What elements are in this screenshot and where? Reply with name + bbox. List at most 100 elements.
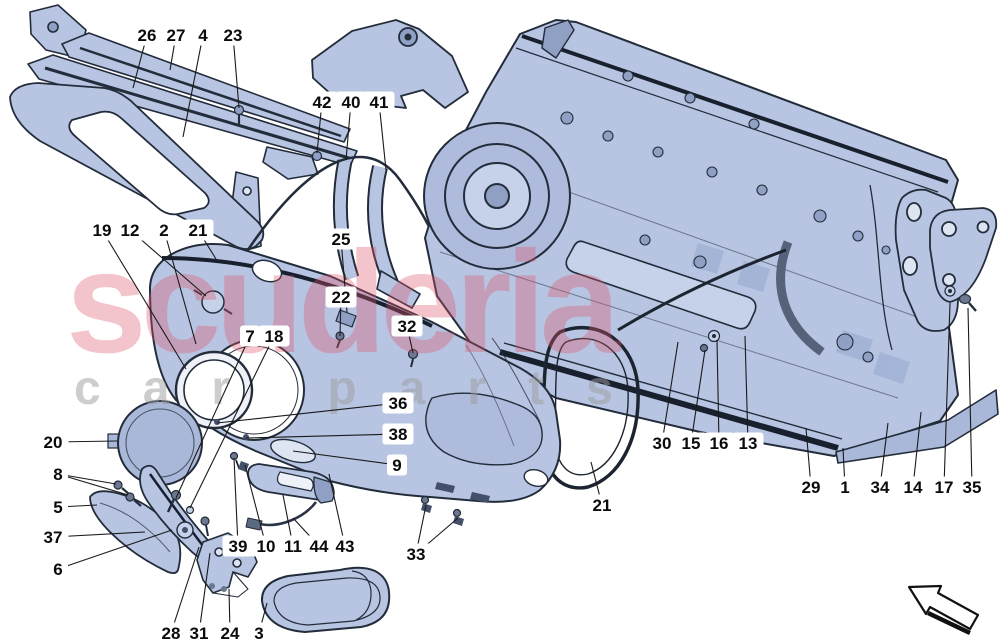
callout-23: 23 — [217, 24, 249, 109]
callout-number-40: 40 — [342, 93, 361, 112]
callout-number-13: 13 — [739, 434, 758, 453]
bolt-bracket — [200, 516, 210, 526]
callout-21b: 21 — [586, 461, 618, 516]
callout-19: 19 — [86, 219, 187, 370]
callout-6: 6 — [48, 529, 173, 580]
callout-number-4: 4 — [198, 26, 208, 45]
callout-number-26: 26 — [138, 26, 157, 45]
callout-31: 31 — [183, 552, 215, 643]
callout-number-3: 3 — [254, 624, 263, 643]
main-door-shell — [423, 19, 999, 464]
callout-number-22: 22 — [332, 288, 351, 307]
callout-44: 44 — [292, 517, 335, 557]
callout-37: 37 — [37, 526, 146, 548]
hinge-bracket-plates — [894, 188, 998, 332]
callout-number-42: 42 — [313, 93, 332, 112]
callout-21a: 21 — [182, 219, 217, 260]
callout-number-1: 1 — [840, 478, 849, 497]
callout-number-34: 34 — [871, 478, 890, 497]
callout-number-16: 16 — [710, 434, 729, 453]
callout-27: 27 — [160, 24, 192, 71]
callout-number-33: 33 — [407, 545, 426, 564]
callout-number-23: 23 — [224, 26, 243, 45]
callout-number-30: 30 — [653, 434, 672, 453]
clip-10 — [238, 461, 249, 472]
callout-number-39: 39 — [229, 537, 248, 556]
callout-number-31: 31 — [190, 624, 209, 643]
door-pocket — [260, 566, 391, 633]
screw-8a — [113, 480, 123, 490]
clip-33a — [420, 495, 430, 505]
callout-number-27: 27 — [167, 26, 186, 45]
callout-number-38: 38 — [389, 425, 408, 444]
callout-18: 18 — [189, 325, 290, 509]
callout-number-37: 37 — [44, 528, 63, 547]
release-cable — [259, 501, 318, 527]
callout-35: 35 — [956, 307, 988, 498]
callout-number-41: 41 — [370, 93, 389, 112]
callout-34: 34 — [864, 422, 896, 498]
callout-number-28: 28 — [162, 624, 181, 643]
callout-number-14: 14 — [904, 478, 923, 497]
callout-number-18: 18 — [265, 327, 284, 346]
direction-arrow-icon — [907, 584, 980, 636]
callout-16: 16 — [703, 339, 735, 454]
callout-38: 38 — [245, 423, 414, 445]
callout-20: 20 — [37, 431, 118, 453]
callout-11: 11 — [277, 494, 309, 557]
screw-32 — [407, 348, 419, 360]
callout-number-7: 7 — [245, 327, 254, 346]
callout-number-36: 36 — [389, 394, 408, 413]
callout-30: 30 — [646, 341, 679, 454]
watermark-subtitle-text: car parts — [74, 362, 655, 415]
callout-42: 42 — [306, 91, 338, 154]
callout-36: 36 — [216, 392, 414, 424]
callout-13: 13 — [732, 335, 764, 454]
callout-number-21b: 21 — [593, 496, 612, 515]
screw-15 — [699, 343, 709, 353]
callout-29: 29 — [795, 427, 827, 498]
outer-sill-panel — [9, 82, 265, 250]
callout-40: 40 — [335, 91, 367, 161]
callout-43: 43 — [328, 473, 361, 557]
callout-5: 5 — [48, 496, 98, 518]
washer-18 — [185, 505, 195, 515]
callout-number-6: 6 — [53, 560, 62, 579]
callout-number-44: 44 — [310, 537, 329, 556]
callout-number-10: 10 — [257, 537, 276, 556]
callout-number-15: 15 — [682, 434, 701, 453]
callout-number-25: 25 — [332, 230, 351, 249]
quarter-glass-bracket — [311, 19, 469, 109]
callout-number-20: 20 — [44, 433, 63, 452]
callout-9: 9 — [292, 450, 407, 476]
callout-12: 12 — [114, 219, 207, 297]
callout-4: 4 — [182, 24, 213, 138]
callout-1: 1 — [835, 447, 855, 498]
callout-39: 39 — [222, 457, 254, 557]
callout-number-11: 11 — [284, 537, 302, 556]
callout-number-43: 43 — [336, 537, 355, 556]
screw-8b — [125, 492, 135, 502]
clip-33b — [452, 508, 462, 518]
callout-33: 33 — [400, 504, 459, 565]
callout-number-32: 32 — [398, 317, 417, 336]
callout-26: 26 — [131, 24, 163, 89]
callout-number-35: 35 — [963, 478, 982, 497]
callout-number-12: 12 — [121, 221, 140, 240]
callout-22: 22 — [325, 286, 357, 337]
callout-number-5: 5 — [53, 498, 62, 517]
callout-number-24: 24 — [221, 624, 240, 643]
callout-8: 8 — [48, 463, 129, 496]
callout-number-19: 19 — [93, 221, 112, 240]
callout-17: 17 — [928, 302, 960, 498]
door-grommets — [560, 70, 891, 363]
pin-38 — [243, 434, 249, 440]
callout-number-29: 29 — [802, 478, 821, 497]
callout-15: 15 — [675, 349, 707, 454]
callout-number-8: 8 — [53, 465, 62, 484]
callout-14: 14 — [897, 411, 929, 498]
callout-number-17: 17 — [935, 478, 954, 497]
